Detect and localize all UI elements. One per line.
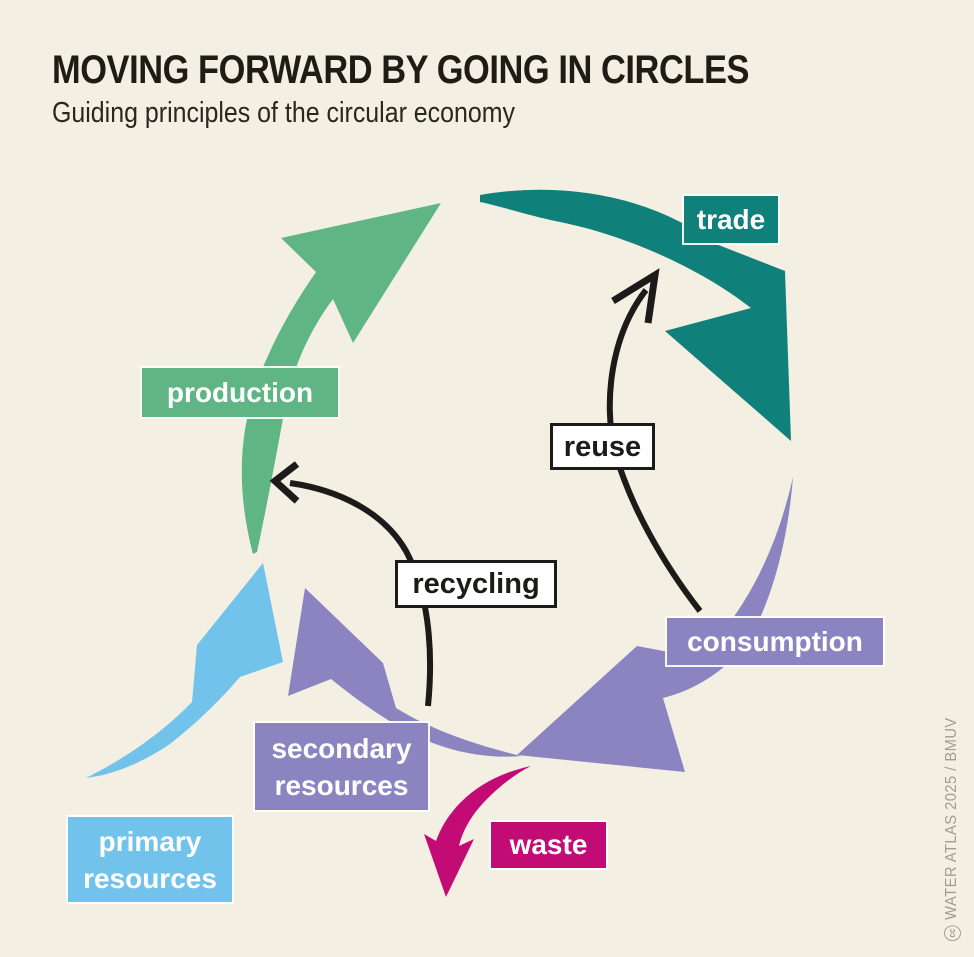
page-title: MOVING FORWARD BY GOING IN CIRCLES (52, 48, 750, 92)
page-subtitle: Guiding principles of the circular econo… (52, 97, 516, 129)
recycling-connector-arrow (269, 461, 434, 707)
label-reuse-text: reuse (563, 430, 642, 463)
consumption-arrow (517, 477, 793, 772)
primary-resources-arrow (86, 563, 283, 778)
recycling-arrowhead-icon (269, 461, 300, 504)
label-production: production (140, 366, 340, 419)
label-waste: waste (489, 820, 608, 870)
label-reuse: reuse (550, 423, 655, 470)
label-secondary-resources: secondary resources (253, 721, 430, 812)
label-secondary-line1: secondary (271, 732, 412, 764)
label-secondary-line2: resources (274, 769, 409, 801)
label-primary-line2: resources (83, 862, 217, 894)
label-trade-text: trade (696, 203, 766, 235)
reuse-arrowhead-icon (611, 268, 660, 324)
label-primary-resources: primary resources (66, 815, 234, 904)
label-trade: trade (682, 194, 780, 245)
cc-license-icon: cc (943, 925, 961, 941)
waste-arrow (424, 766, 531, 897)
label-recycling-text: recycling (412, 568, 540, 600)
attribution: cc WATER ATLAS 2025 / BMUV (941, 711, 963, 941)
label-consumption-text: consumption (687, 625, 863, 657)
recycling-connector-line (289, 480, 434, 707)
label-production-text: production (166, 376, 314, 408)
label-primary-line1: primary (98, 825, 202, 857)
label-consumption: consumption (665, 616, 885, 667)
label-waste-text: waste (509, 829, 588, 860)
attribution-text: WATER ATLAS 2025 / BMUV (943, 717, 960, 920)
trade-arrow (480, 189, 791, 441)
secondary-resources-arrow (288, 588, 521, 757)
label-recycling: recycling (395, 560, 557, 608)
